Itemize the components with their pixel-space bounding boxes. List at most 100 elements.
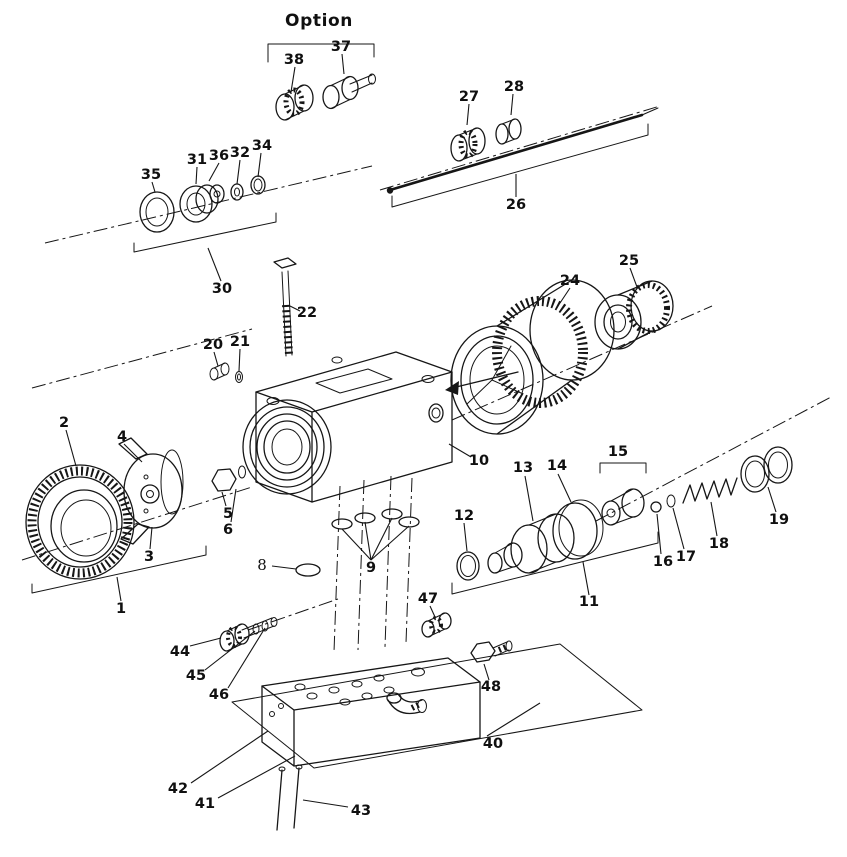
part-19-rings (740, 446, 793, 493)
part-label-43: 43 (350, 803, 372, 819)
part-32-washer (230, 183, 244, 201)
part-label-41: 41 (194, 796, 216, 812)
part-label-40: 40 (482, 736, 504, 752)
part-label-25: 25 (618, 253, 640, 269)
part-44-45-46-valve-stem (219, 617, 278, 652)
part-label-31: 31 (186, 152, 208, 168)
part-label-15: 15 (607, 444, 629, 460)
option-label: Option (285, 11, 353, 31)
part-9-oring (381, 508, 403, 520)
part-label-12: 12 (453, 508, 475, 524)
part-label-30: 30 (211, 281, 233, 297)
part-label-17: 17 (675, 549, 697, 565)
part-label-19: 19 (768, 512, 790, 528)
group-1-bracket (31, 545, 207, 594)
part-45-washer (252, 623, 260, 635)
part-label-36: 36 (208, 148, 230, 164)
part-label-9: 9 (365, 560, 377, 576)
part-20-21-plug (209, 362, 243, 383)
part-label-28: 28 (503, 79, 525, 95)
part-label-35: 35 (140, 167, 162, 183)
part-10-gun-body (242, 351, 453, 503)
part-label-32: 32 (229, 145, 251, 161)
group-30-nozzle-set (139, 175, 266, 233)
part-label-26: 26 (505, 197, 527, 213)
option-group-parts (275, 73, 376, 121)
leader-lines (65, 53, 777, 808)
part-label-27: 27 (458, 89, 480, 105)
part-46-oring (261, 620, 269, 632)
group-15-valve (601, 488, 676, 526)
part-label-48: 48 (480, 679, 502, 695)
part-label-20: 20 (202, 337, 224, 353)
part-31-nozzle (179, 185, 213, 223)
part-label-47: 47 (417, 591, 439, 607)
part-26-needle (388, 113, 644, 192)
elbow-fitting (387, 699, 421, 715)
part-label-37: 37 (330, 39, 352, 55)
part-label-34: 34 (251, 138, 273, 154)
part-label-24: 24 (559, 273, 581, 289)
base-block-40-41-42 (261, 657, 481, 767)
part-25-cap (594, 280, 674, 350)
group-15-bracket (599, 462, 647, 474)
part-13-piston (487, 552, 503, 574)
part-label-44: 44 (169, 644, 191, 660)
part-48-fitting (470, 640, 513, 663)
part-8-9-orings (295, 508, 420, 577)
part-label-16: 16 (652, 554, 674, 570)
part-label-13: 13 (512, 460, 534, 476)
part-43-pins (276, 764, 303, 831)
part-label-18: 18 (708, 536, 730, 552)
part-8-oring (295, 563, 321, 577)
part-14-diaphragm (552, 502, 598, 560)
part-label-42: 42 (167, 781, 189, 797)
part-label-21: 21 (229, 334, 251, 350)
part-label-3: 3 (143, 549, 155, 565)
part-label-46: 46 (208, 687, 230, 703)
part-37-valve (322, 84, 340, 110)
needle-assembly-26-27-28 (386, 107, 659, 194)
part-28-nut (495, 123, 509, 145)
group-30-bracket (133, 212, 277, 253)
part-16-ball (650, 501, 662, 513)
part-24-cup (445, 279, 615, 435)
body-top-recess (315, 368, 393, 394)
part-label-45: 45 (185, 668, 207, 684)
part-36-tip (209, 184, 225, 204)
part-47-filter (421, 612, 452, 638)
group-40-plane (231, 643, 643, 769)
group-26-bracket (391, 123, 649, 208)
part-label-1: 1 (115, 601, 127, 617)
part-label-14: 14 (546, 458, 568, 474)
air-cap-horn-bottom (120, 523, 150, 545)
part-12-oring (456, 551, 480, 581)
part-18-spring (682, 477, 738, 504)
part-label-5: 5 (222, 506, 234, 522)
part-label-38: 38 (283, 52, 305, 68)
part-5-6-nut (211, 465, 246, 492)
part-9-oring (398, 516, 420, 528)
part-label-11: 11 (578, 594, 600, 610)
part-9-oring (354, 512, 376, 524)
group-brackets (31, 43, 659, 769)
option-bracket (267, 43, 375, 63)
part-label-4: 4 (116, 429, 128, 445)
part-22-screw (273, 257, 297, 357)
part-label-8: 8 (257, 556, 267, 574)
part-35-ring (139, 191, 175, 233)
part-1-retaining-ring (25, 464, 135, 580)
part-label-6: 6 (222, 522, 234, 538)
part-label-2: 2 (58, 415, 70, 431)
air-cap-horn-top (118, 437, 148, 460)
group-11-piston-set (456, 499, 604, 581)
part-2-air-cap (118, 437, 184, 545)
group-11-bracket (451, 531, 659, 595)
centerlines (21, 105, 834, 653)
part-label-22: 22 (296, 305, 318, 321)
part-label-10: 10 (468, 453, 490, 469)
cup-arrow (451, 371, 519, 389)
part-17-washer (666, 494, 676, 508)
